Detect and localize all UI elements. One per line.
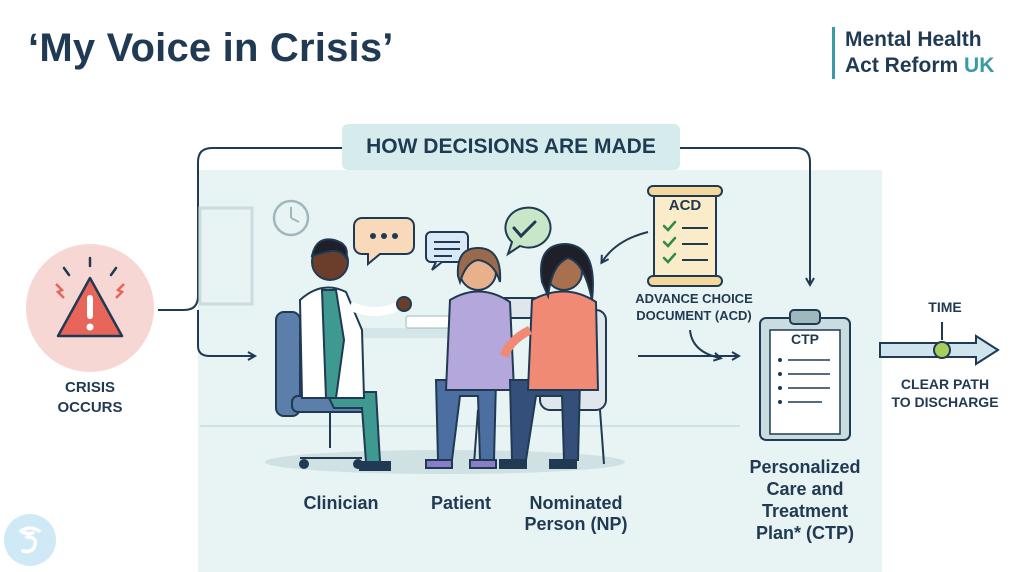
- nominated-person-figure: [499, 242, 600, 469]
- np-label-line1: Nominated: [529, 493, 623, 513]
- crisis-label-line2: OCCURS: [57, 399, 123, 416]
- ctp-label-line3: Treatment: [761, 501, 849, 521]
- checkmark-bubble-icon: [504, 206, 552, 257]
- patient-label: Patient: [430, 493, 491, 513]
- speech-bubble-dots-icon: [353, 217, 415, 267]
- ctp-doc-title: CTP: [791, 331, 819, 347]
- crisis-label-line1: CRISIS: [64, 379, 115, 396]
- timeline-arrow: [879, 322, 1000, 366]
- loop-line-right: [680, 147, 810, 284]
- clear-path-label: CLEAR PATH TO DISCHARGE: [880, 375, 1010, 411]
- patient-figure: [425, 246, 516, 469]
- clear-path-line1: CLEAR PATH: [900, 376, 990, 392]
- section-header: HOW DECISIONS ARE MADE: [342, 124, 680, 170]
- scroll-document-icon: ACD: [647, 185, 723, 287]
- clinician-figure: [298, 238, 412, 471]
- logo-icon[interactable]: [4, 514, 56, 566]
- brand-line1: Mental Health: [845, 28, 982, 51]
- np-label-line2: Person (NP): [524, 514, 628, 534]
- ctp-label-line4: Plan* (CTP): [755, 523, 854, 543]
- brand-name: Act Reform: [845, 54, 959, 77]
- acd-label: ADVANCE CHOICE DOCUMENT (ACD): [628, 290, 760, 324]
- brand-suffix: UK: [964, 54, 995, 77]
- acd-label-line2: DOCUMENT (ACD): [636, 308, 752, 323]
- clinician-label: Clinician: [303, 493, 379, 513]
- acd-doc-title: ACD: [669, 197, 702, 214]
- logo-glyph-icon: [19, 526, 41, 554]
- clipboard-icon: CTP: [759, 309, 851, 441]
- ctp-label: Personalized Care and Treatment Plan* (C…: [730, 456, 880, 544]
- nominated-person-label: Nominated Person (NP): [516, 493, 636, 535]
- arrow-to-meeting: [197, 310, 254, 356]
- time-label: TIME: [928, 299, 962, 315]
- clock-icon: [272, 199, 310, 237]
- crisis-label: CRISIS OCCURS: [40, 378, 140, 418]
- arrow-acd-to-ctp: [689, 329, 720, 358]
- acd-label-line1: ADVANCE CHOICE: [635, 291, 753, 306]
- brand-logo: Mental Health Act Reform UK: [832, 27, 994, 79]
- flow-arrows: [158, 147, 810, 358]
- message-lines-icon: [425, 231, 469, 271]
- clear-path-line2: TO DISCHARGE: [891, 394, 999, 410]
- loop-line-left: [158, 147, 342, 311]
- brand-line2: Act Reform UK: [845, 53, 994, 79]
- ctp-label-line2: Care and: [766, 479, 844, 499]
- warning-icon: [26, 244, 154, 372]
- arrow-from-acd: [602, 231, 649, 262]
- page-title: ‘My Voice in Crisis’: [28, 26, 394, 70]
- ctp-label-line1: Personalized: [749, 457, 861, 477]
